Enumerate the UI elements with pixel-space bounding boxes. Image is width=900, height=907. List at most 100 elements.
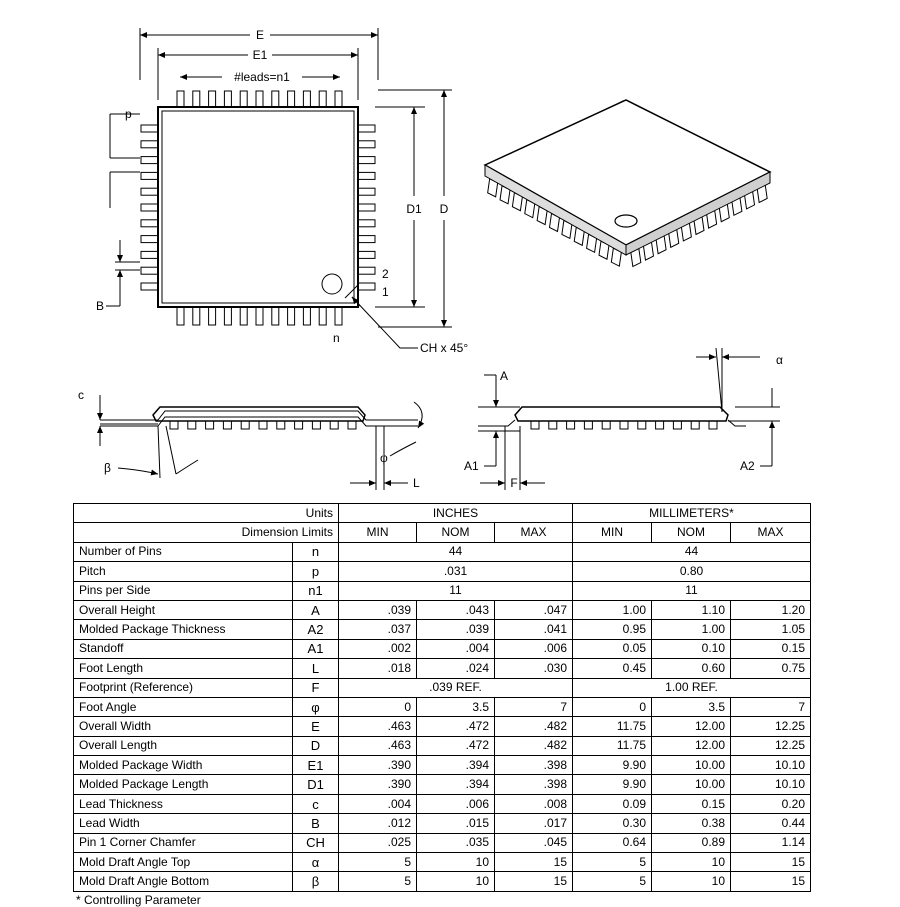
side-lead bbox=[708, 420, 718, 430]
parameter-name: Molded Package Width bbox=[73, 755, 293, 776]
lead bbox=[271, 90, 280, 108]
value-cell: 15 bbox=[494, 871, 573, 892]
value-cell: 9.90 bbox=[572, 774, 652, 795]
dimension-limits-label: Dimension Limits bbox=[73, 522, 339, 543]
value-cell: 12.25 bbox=[730, 735, 811, 757]
value-cell: .035 bbox=[416, 832, 495, 854]
package-body bbox=[157, 106, 359, 308]
lead bbox=[208, 90, 217, 108]
lead bbox=[318, 306, 327, 326]
side-lead bbox=[548, 420, 558, 430]
header-row-limits: Dimension Limits MIN NOM MAX MIN NOM MAX bbox=[73, 522, 811, 543]
value-cell: 1.05 bbox=[730, 619, 811, 640]
lead bbox=[140, 219, 159, 228]
side-lead bbox=[672, 420, 682, 430]
inches-header: INCHES bbox=[338, 502, 573, 524]
lead bbox=[140, 124, 159, 133]
dim-F-label: F bbox=[510, 476, 517, 490]
parameter-name: Standoff bbox=[73, 638, 293, 660]
lead bbox=[302, 90, 311, 108]
parameter-name: Mold Draft Angle Top bbox=[73, 852, 293, 873]
value-cell: 3.5 bbox=[416, 696, 495, 718]
value-cell: .041 bbox=[494, 619, 573, 640]
parameter-name: Overall Height bbox=[73, 599, 293, 621]
lead bbox=[318, 90, 327, 108]
parameter-symbol: A1 bbox=[292, 638, 339, 660]
side-lead bbox=[258, 420, 268, 430]
value-cell: 0.15 bbox=[730, 638, 811, 660]
value-cell: 0.64 bbox=[572, 832, 652, 854]
parameter-name: Number of Pins bbox=[73, 541, 293, 563]
dim-B-label: B bbox=[96, 299, 104, 313]
value-cell: .394 bbox=[416, 774, 495, 795]
parameter-symbol: B bbox=[292, 813, 339, 834]
side-lead bbox=[601, 420, 611, 430]
lead bbox=[357, 266, 376, 275]
value-cell: 15 bbox=[730, 852, 811, 873]
value-cell: 10 bbox=[651, 852, 731, 873]
value-cell: 12.00 bbox=[651, 716, 731, 737]
value-cell: .390 bbox=[338, 755, 417, 776]
value-cell: 1.20 bbox=[730, 599, 811, 621]
side-lead bbox=[347, 420, 357, 430]
value-cell: 0.89 bbox=[651, 832, 731, 854]
parameter-name: Foot Angle bbox=[73, 696, 293, 718]
parameter-symbol: E1 bbox=[292, 755, 339, 776]
value-cell: 10.10 bbox=[730, 755, 811, 776]
parameter-name: Pin 1 Corner Chamfer bbox=[73, 832, 293, 854]
side-lead bbox=[169, 420, 179, 430]
value-cell: .006 bbox=[416, 793, 495, 815]
value-cell: 0.60 bbox=[651, 658, 731, 679]
value-cell: 15 bbox=[730, 871, 811, 892]
value-cell: .390 bbox=[338, 774, 417, 795]
value-cell: 10 bbox=[651, 871, 731, 892]
value-cell: .398 bbox=[494, 755, 573, 776]
value-cell: 0.09 bbox=[572, 793, 652, 815]
value-cell: .039 bbox=[338, 599, 417, 621]
dim-leads-label: #leads=n1 bbox=[234, 70, 290, 84]
value-cell: 0 bbox=[572, 696, 652, 718]
parameter-symbol: p bbox=[292, 561, 339, 582]
value-cell: 3.5 bbox=[651, 696, 731, 718]
parameter-name: Foot Length bbox=[73, 658, 293, 679]
side-lead bbox=[655, 420, 665, 430]
side-view-left: c β φ L bbox=[78, 388, 425, 490]
iso-pin1-marker bbox=[614, 214, 638, 228]
side-view-right: A A1 F α A2 bbox=[464, 347, 783, 490]
lead bbox=[271, 306, 280, 326]
lead bbox=[357, 250, 376, 259]
value-cell: 0.75 bbox=[730, 658, 811, 679]
subheader: MAX bbox=[494, 522, 573, 543]
lead bbox=[357, 235, 376, 244]
side-lead bbox=[637, 420, 647, 430]
value-cell: .398 bbox=[494, 774, 573, 795]
value-cell: .394 bbox=[416, 755, 495, 776]
value-cell: .472 bbox=[416, 716, 495, 737]
value-cell: 10 bbox=[416, 871, 495, 892]
value-cell: .463 bbox=[338, 735, 417, 757]
parameter-symbol: β bbox=[292, 871, 339, 892]
lead bbox=[302, 306, 311, 326]
parameter-symbol: E bbox=[292, 716, 339, 737]
parameter-name: Lead Width bbox=[73, 813, 293, 834]
value-cell: 15 bbox=[494, 852, 573, 873]
side-lead bbox=[240, 420, 250, 430]
value-cell: .039 REF. bbox=[338, 677, 573, 698]
dim-A2-label: A2 bbox=[740, 459, 755, 473]
dim-c-label: c bbox=[78, 388, 84, 402]
lead bbox=[140, 156, 159, 165]
header-row-units: Units INCHES MILLIMETERS* bbox=[73, 502, 811, 524]
value-cell: 11.75 bbox=[572, 716, 652, 737]
value-cell: .037 bbox=[338, 619, 417, 640]
lead bbox=[357, 171, 376, 180]
parameter-name: Lead Thickness bbox=[73, 793, 293, 815]
value-cell: .482 bbox=[494, 716, 573, 737]
side-lead bbox=[187, 420, 197, 430]
value-cell: .030 bbox=[494, 658, 573, 679]
side-lead bbox=[583, 420, 593, 430]
isometric-view bbox=[483, 99, 772, 268]
